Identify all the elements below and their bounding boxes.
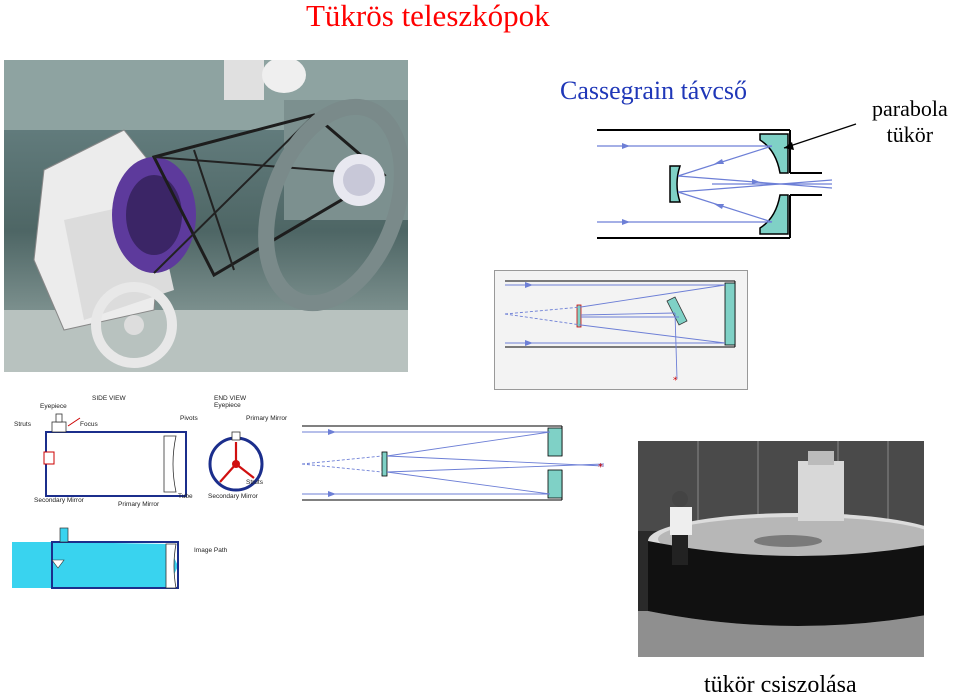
label-eyepiece: Eyepiece <box>40 403 67 410</box>
cassegrain-diagram <box>592 118 882 246</box>
label-eyepiece-end: Eyepiece <box>214 402 241 409</box>
primary-mirror <box>724 282 736 346</box>
newtonian-schematic: SIDE VIEW END VIEW Eyepiece Eyepiece Foc… <box>8 392 298 614</box>
svg-text:*: * <box>673 376 678 386</box>
label-side-view: SIDE VIEW <box>92 395 126 402</box>
primary-mirror-lower <box>759 194 789 235</box>
label-image-path: Image Path <box>194 547 228 554</box>
newtonian-schematic-svg: SIDE VIEW END VIEW Eyepiece Eyepiece Foc… <box>12 395 288 589</box>
label-primary-mirror: Primary Mirror <box>118 501 160 508</box>
label-secondary-mirror: Secondary Mirror <box>34 497 85 504</box>
mirror-grinding-illustration <box>638 441 924 657</box>
cassegrain-title: Cassegrain távcső <box>560 76 748 105</box>
cassegrain-ray-diagram: * <box>300 420 612 506</box>
secondary-mirror <box>669 165 682 203</box>
label-focus: Focus <box>80 421 98 428</box>
diagonal-mirror <box>666 296 688 326</box>
newtonian-ray-diagram: * <box>494 270 748 390</box>
small-mirror <box>576 304 582 328</box>
label-pivots: Pivots <box>180 415 198 422</box>
cassegrain-ray-svg: * <box>301 425 605 501</box>
label-tube: Tube <box>178 493 193 500</box>
pointer-arrow <box>783 123 857 150</box>
telescope-illustration <box>4 60 408 372</box>
label-struts-end: Struts <box>246 479 264 486</box>
caption-mirror-grinding: tükör csiszolása <box>704 672 857 698</box>
parabola-label-line2: tükör <box>886 122 934 147</box>
mirror-grinding-photo <box>638 441 924 657</box>
cassegrain-svg <box>597 129 833 239</box>
label-primary-mirror-end: Primary Mirror <box>246 415 288 422</box>
primary-mirror-upper <box>759 133 789 174</box>
parabola-mirror-label: parabola tükör <box>872 96 948 148</box>
label-struts: Struts <box>14 421 32 428</box>
slide-title: Tükrös teleszkópok <box>306 0 550 33</box>
parabola-label-line1: parabola <box>872 96 948 121</box>
telescope-photo <box>4 60 408 372</box>
svg-text:*: * <box>598 462 603 473</box>
label-end-view: END VIEW <box>214 395 247 402</box>
label-secondary-mirror-end: Secondary Mirror <box>208 493 259 500</box>
newtonian-ray-svg: * <box>504 280 736 386</box>
